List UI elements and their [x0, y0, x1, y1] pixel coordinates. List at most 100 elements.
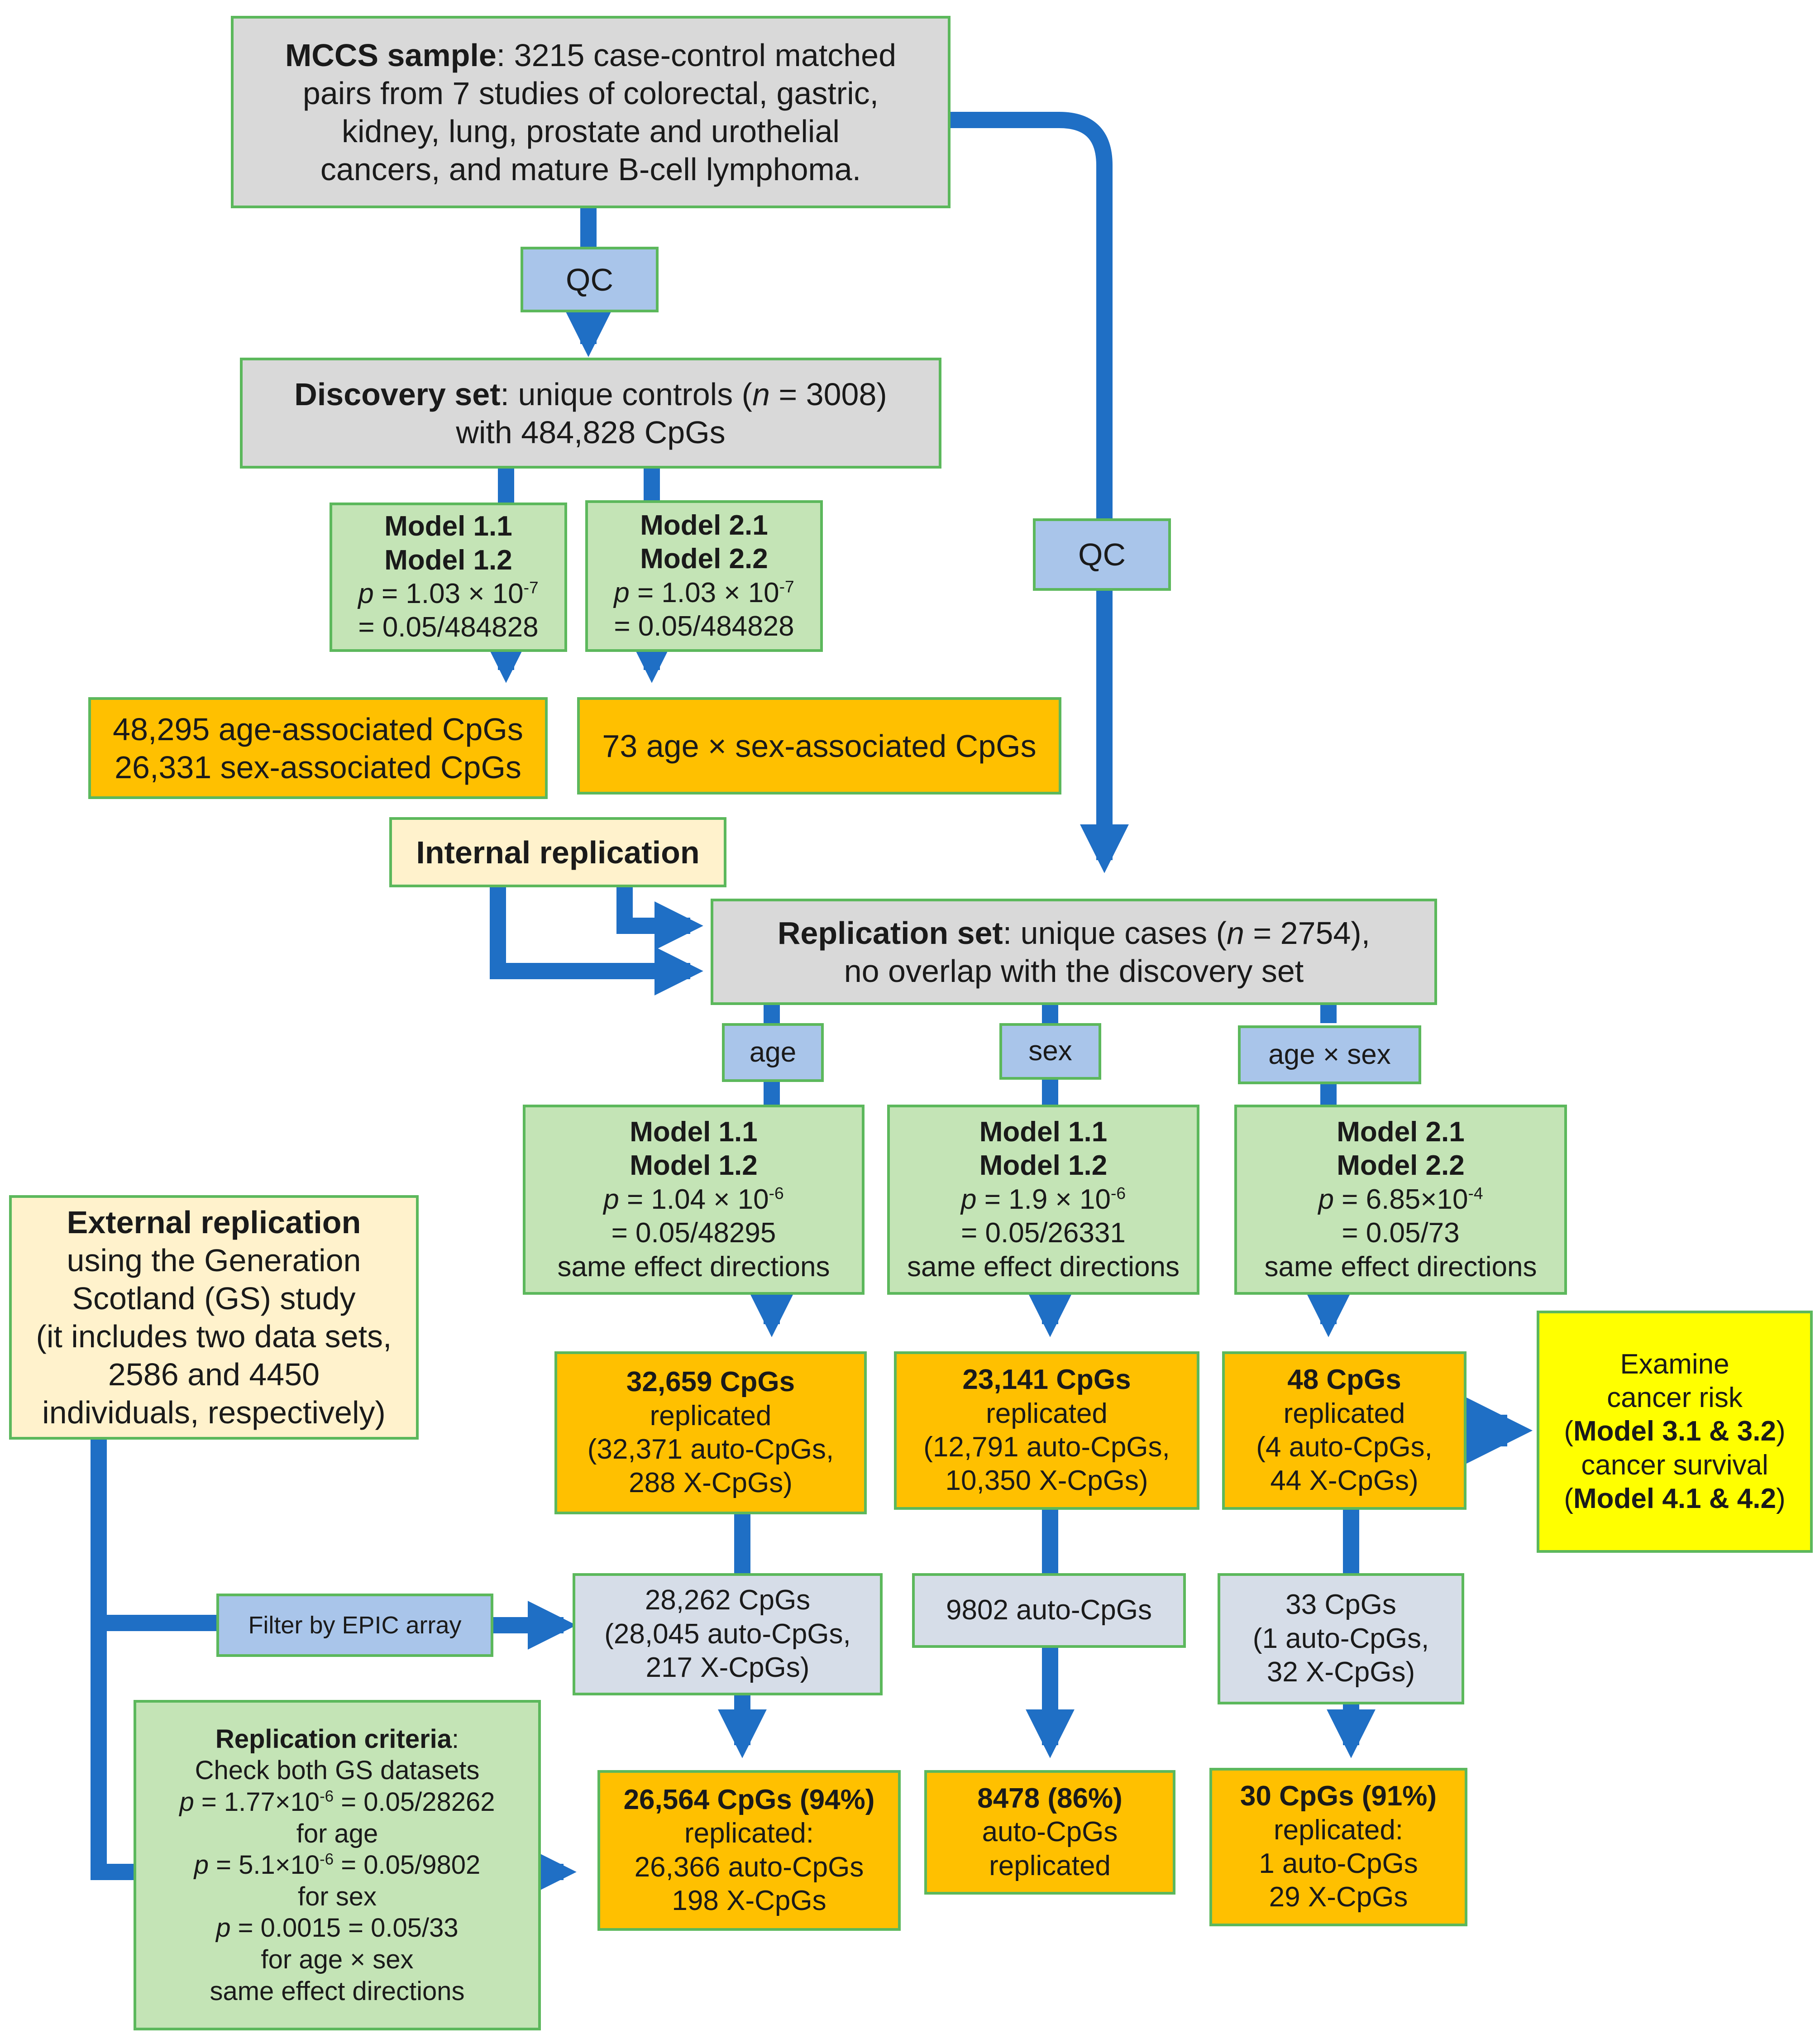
discovery-model-2-box: Model 2.1 Model 2.2 p = 1.03 × 10-7 = 0.…	[585, 500, 823, 652]
agexsex-replicated-line-3: 44 X-CpGs)	[1270, 1465, 1419, 1497]
paren-close: )	[1776, 1483, 1786, 1515]
discovery-n-label: n	[752, 376, 770, 412]
mccs-text-1: 3215 case-control matched	[514, 37, 897, 73]
discovery-model-2-threshold: = 0.05/484828	[614, 610, 794, 642]
replication-title: Replication set	[777, 915, 1003, 951]
sex-final-line-2: replicated	[989, 1850, 1111, 1881]
external-line-5: individuals, respectively)	[42, 1395, 386, 1430]
age-final-line-3: 198 X-CpGs	[672, 1885, 826, 1916]
rep-sex-model-2: Model 1.2	[979, 1150, 1108, 1182]
tag-sex-label: sex	[1028, 1035, 1072, 1067]
agexsex-final-line-3: 29 X-CpGs	[1269, 1881, 1408, 1913]
model-label-2-2: Model 2.2	[640, 543, 768, 575]
sex-epic-line-1: 9802 auto-CpGs	[946, 1594, 1152, 1626]
arrow-mccs-to-qc-right	[951, 112, 1113, 518]
p-label: p	[1318, 1183, 1334, 1215]
rep-agexsex-p: p = 6.85×10-4	[1318, 1183, 1483, 1216]
arrow-internal-to-replication-1	[616, 887, 703, 950]
replication-line-1: Replication set: unique cases (n = 2754)…	[777, 915, 1371, 951]
replication-criteria-box: Replication criteria: Check both GS data…	[134, 1700, 541, 2030]
tag-agexsex-label: age × sex	[1268, 1039, 1391, 1070]
filter-epic-box: Filter by EPIC array	[216, 1594, 493, 1657]
external-line-2: Scotland (GS) study	[72, 1281, 356, 1316]
age-replicated-line-2: (32,371 auto-CpGs,	[587, 1434, 834, 1465]
age-sex-associated-box: 48,295 age-associated CpGs 26,331 sex-as…	[88, 697, 548, 799]
discovery-set-box: Discovery set: unique controls (n = 3008…	[240, 358, 941, 469]
p-tail: = 0.05/9802	[334, 1850, 481, 1880]
examine-line-1: Examine	[1620, 1348, 1729, 1380]
rep-age-model-1: Model 1.1	[630, 1116, 758, 1148]
p-label: p	[960, 1183, 977, 1215]
tag-age-label: age	[749, 1036, 797, 1068]
agexsex-associated-box: 73 age × sex-associated CpGs	[577, 697, 1061, 795]
criteria-title-line: Replication criteria:	[215, 1723, 459, 1755]
criteria-line-6: for sex	[297, 1881, 377, 1911]
p-text: = 1.77×10	[194, 1787, 320, 1817]
agexsex-final-line-2: 1 auto-CpGs	[1259, 1848, 1418, 1879]
criteria-p-age: p = 1.77×10-6 = 0.05/28262	[180, 1786, 495, 1818]
mccs-sample-box: MCCS sample: 3215 case-control matched p…	[231, 16, 951, 208]
replication-line-2: no overlap with the discovery set	[844, 953, 1304, 989]
p-exponent: -7	[523, 578, 539, 597]
rep-agexsex-model-1: Model 2.1	[1337, 1116, 1465, 1148]
age-replicated-title: 32,659 CpGs	[626, 1366, 795, 1398]
sex-replicated-title: 23,141 CpGs	[962, 1364, 1131, 1396]
age-epic-line-1: 28,262 CpGs	[645, 1584, 811, 1616]
arrow-lines	[91, 112, 1533, 1896]
p-label: p	[179, 1787, 194, 1817]
qc-label-right: QC	[1078, 537, 1126, 572]
examine-box: Examine cancer risk (Model 3.1 & 3.2) ca…	[1537, 1311, 1813, 1553]
rep-age-threshold: = 0.05/48295	[611, 1217, 776, 1249]
tag-sex: sex	[999, 1023, 1101, 1080]
p-exponent: -4	[1468, 1183, 1483, 1203]
model-label-1-1: Model 1.1	[384, 511, 512, 542]
discovery-model-1-p: p = 1.03 × 10-7	[358, 577, 539, 611]
paren-open: (	[1564, 1483, 1574, 1515]
mccs-line-3: kidney, lung, prostate and urothelial	[342, 113, 840, 149]
discovery-text: unique controls (	[518, 376, 752, 412]
sex-final-title: 8478 (86%)	[977, 1782, 1123, 1814]
p-exponent: -6	[320, 1850, 334, 1868]
agexsex-replicated-line-1: replicated	[1283, 1398, 1405, 1429]
rep-agexsex-threshold: = 0.05/73	[1342, 1217, 1460, 1249]
p-tail: = 0.05/28262	[334, 1787, 495, 1817]
sex-final-box: 8478 (86%) auto-CpGs replicated	[924, 1770, 1175, 1895]
mccs-line-4: cancers, and mature B-cell lymphoma.	[320, 151, 861, 187]
p-text: = 6.85×10	[1333, 1183, 1468, 1215]
rep-sex-model-1: Model 1.1	[979, 1116, 1108, 1148]
p-text: = 1.9 × 10	[976, 1183, 1111, 1215]
examine-model-4: (Model 4.1 & 4.2)	[1564, 1482, 1785, 1516]
rep-sex-threshold: = 0.05/26331	[961, 1217, 1126, 1249]
filter-epic-label: Filter by EPIC array	[248, 1611, 462, 1639]
external-line-1: using the Generation	[67, 1243, 361, 1278]
agexsex-epic-line-3: 32 X-CpGs)	[1266, 1656, 1415, 1688]
external-title: External replication	[67, 1205, 361, 1240]
replication-model-age-box: Model 1.1 Model 1.2 p = 1.04 × 10-6 = 0.…	[523, 1105, 865, 1295]
agexsex-final-line-1: replicated:	[1273, 1814, 1404, 1846]
sex-final-line-1: auto-CpGs	[982, 1816, 1118, 1848]
p-text: = 1.04 × 10	[619, 1183, 769, 1215]
rep-sex-p: p = 1.9 × 10-6	[961, 1183, 1126, 1216]
p-label: p	[216, 1913, 231, 1943]
p-exponent: -6	[320, 1787, 334, 1805]
sex-epic-box: 9802 auto-CpGs	[912, 1573, 1186, 1648]
sex-replicated-line-3: 10,350 X-CpGs)	[945, 1465, 1148, 1497]
sex-replicated-line-1: replicated	[986, 1398, 1108, 1429]
discovery-model-1-box: Model 1.1 Model 1.2 p = 1.03 × 10-7 = 0.…	[330, 503, 567, 652]
age-final-title: 26,564 CpGs (94%)	[623, 1784, 875, 1815]
examine-line-2: cancer risk	[1607, 1382, 1743, 1413]
criteria-line-4: for age	[296, 1819, 378, 1848]
agexsex-replicated-title: 48 CpGs	[1287, 1364, 1401, 1396]
agexsex-replicated-box: 48 CpGs replicated (4 auto-CpGs, 44 X-Cp…	[1222, 1351, 1467, 1510]
p-exponent: -7	[779, 576, 794, 596]
agexsex-final-box: 30 CpGs (91%) replicated: 1 auto-CpGs 29…	[1209, 1768, 1467, 1926]
p-label: p	[194, 1850, 209, 1880]
paren-close: )	[1776, 1416, 1786, 1447]
mccs-line-2: pairs from 7 studies of colorectal, gast…	[302, 75, 879, 111]
replication-model-sex-box: Model 1.1 Model 1.2 p = 1.9 × 10-6 = 0.0…	[887, 1105, 1199, 1295]
replication-n-value: = 2754),	[1244, 915, 1371, 951]
tag-agexsex: age × sex	[1238, 1025, 1421, 1084]
criteria-p-sex: p = 5.1×10-6 = 0.05/9802	[194, 1849, 480, 1881]
internal-replication-label: Internal replication	[416, 834, 700, 870]
